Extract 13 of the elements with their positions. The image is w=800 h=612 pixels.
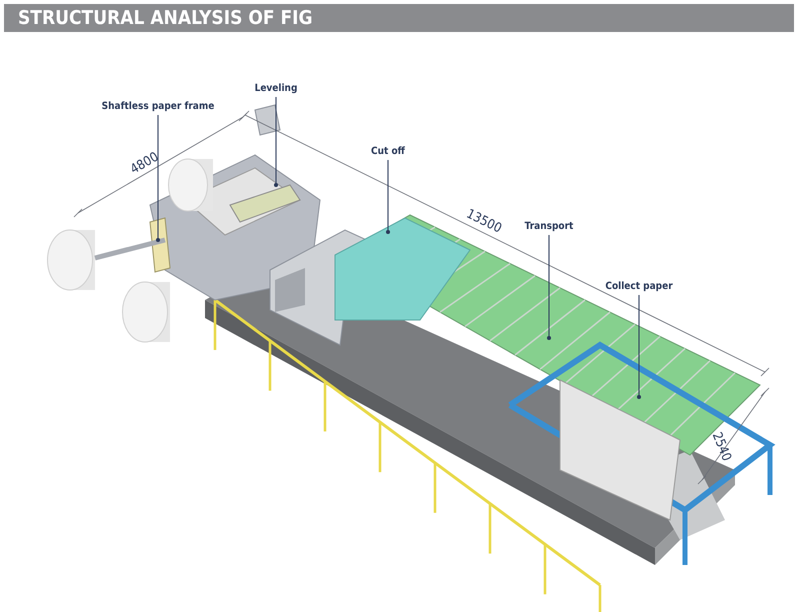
part-label: Cut off [371, 145, 405, 158]
leader-line [547, 234, 551, 340]
title: STRUCTURAL ANALYSIS OF FIG [18, 8, 313, 28]
dimension-label: 4800 [128, 150, 162, 178]
part-label: Collect paper [605, 280, 673, 293]
leader-line [156, 114, 160, 242]
part-label: Leveling [254, 82, 298, 95]
part-label: Transport [524, 220, 574, 233]
part-label: Shaftless paper frame [102, 100, 214, 113]
leader-line [274, 96, 278, 187]
leader-line [637, 294, 641, 399]
dimension-label: 2540 [708, 430, 733, 464]
leader-line [386, 160, 390, 234]
